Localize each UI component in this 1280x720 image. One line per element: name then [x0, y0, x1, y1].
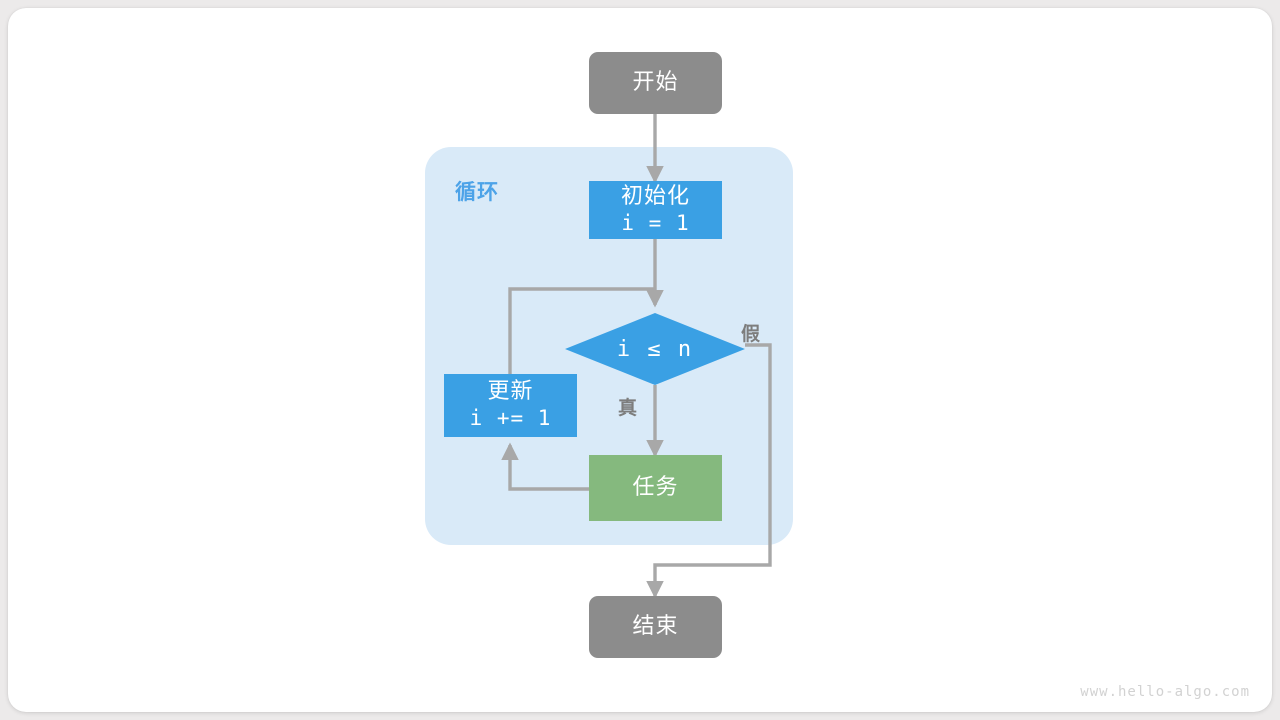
node-end-line-1: 结束	[632, 613, 679, 639]
node-start-line-1: 开始	[632, 69, 679, 95]
node-task[interactable]: 任务	[589, 455, 722, 521]
diamond-shape	[565, 313, 745, 385]
node-init-line-2: i = 1	[621, 210, 690, 235]
node-update-line-2: i += 1	[469, 406, 552, 431]
node-task-line-1: 任务	[632, 474, 679, 500]
node-end[interactable]: 结束	[589, 596, 722, 658]
flowchart: 循环 真	[8, 8, 1272, 712]
watermark: www.hello-algo.com	[1080, 684, 1250, 700]
node-condition[interactable]: i ≤ n	[565, 313, 745, 385]
node-update-line-1: 更新	[487, 379, 534, 405]
node-condition-text: i ≤ n	[616, 336, 694, 362]
diagram-card: 循环 真	[8, 8, 1272, 712]
node-init[interactable]: 初始化 i = 1	[589, 181, 722, 239]
node-update[interactable]: 更新 i += 1	[444, 374, 577, 437]
node-start[interactable]: 开始	[589, 52, 722, 114]
loop-container-label: 循环	[455, 180, 499, 204]
edge-label-false: 假	[741, 323, 761, 345]
node-init-line-1: 初始化	[620, 183, 690, 209]
edge-label-true: 真	[618, 397, 638, 419]
